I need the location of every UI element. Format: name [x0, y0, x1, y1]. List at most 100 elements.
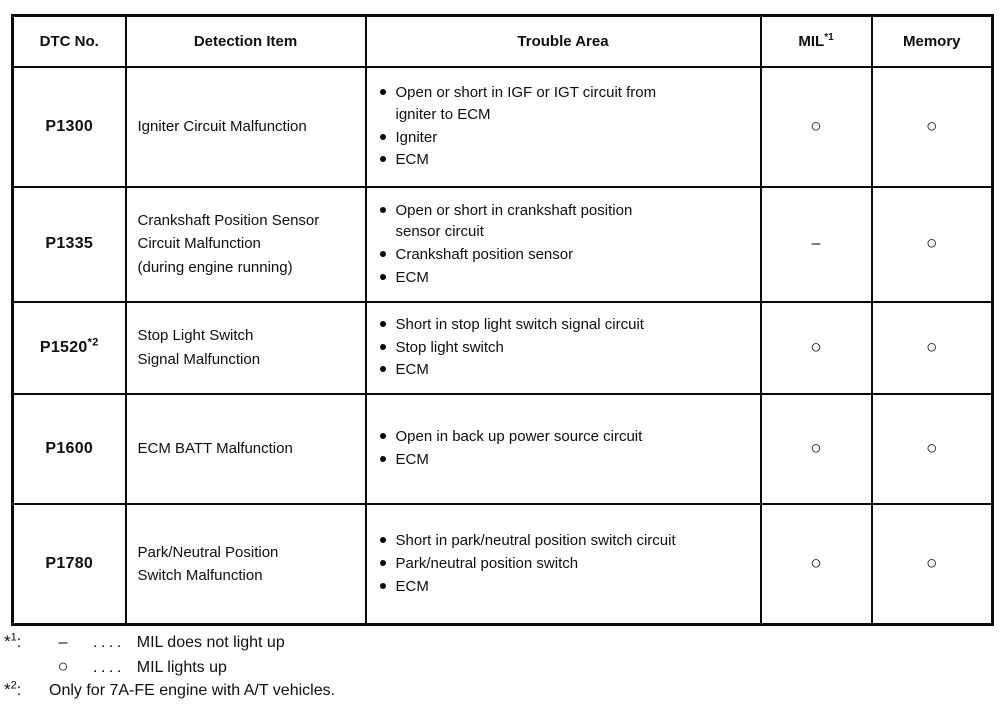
bullet-icon — [379, 133, 386, 140]
column-header-detection-item: Detection Item — [124, 14, 367, 68]
trouble-area-item: ECM — [379, 149, 754, 171]
column-header-trouble-area: Trouble Area — [364, 14, 762, 68]
trouble-area-item: Short in park/neutral position switch ci… — [379, 530, 754, 552]
trouble-area-text: ECM — [395, 451, 429, 468]
memory-indicator-cell: ○ — [870, 300, 994, 395]
trouble-area-text: ECM — [395, 151, 429, 169]
trouble-area-cell: Short in stop light switch signal circui… — [364, 300, 762, 395]
trouble-area-item: Open in back up power source circuit — [379, 426, 754, 448]
detection-item-line: Igniter Circuit Malfunction — [137, 117, 307, 135]
bullet-icon — [379, 251, 386, 257]
footnote-2: *2: Only for 7A-FE engine with A/T vehic… — [4, 680, 335, 704]
trouble-area-item: Open or short in IGF or IGT circuit from… — [379, 82, 754, 126]
memory-indicator-cell: ○ — [870, 392, 994, 505]
circle-symbol: ○ — [926, 336, 938, 358]
detection-item-line: (during engine running) — [137, 258, 293, 276]
leader-dots: .... — [93, 659, 125, 676]
leader-dots: .... — [93, 634, 125, 651]
trouble-area-item: Short in stop light switch signal circui… — [379, 314, 754, 336]
mil-indicator-cell: ○ — [759, 502, 873, 626]
footnote-1-marker: *1: — [4, 631, 22, 651]
dtc-code: P1335 — [45, 235, 94, 252]
column-header-mil: MIL*1 — [759, 14, 873, 68]
dtc-code: P1520*2 — [39, 336, 99, 356]
trouble-area-item: ECM — [379, 267, 754, 289]
trouble-area-text: ECM — [395, 577, 429, 595]
dtc-code-cell: P1780 — [11, 502, 127, 626]
footnote-1-line-circle: ○ .... MIL lights up — [4, 656, 335, 680]
mil-indicator-cell: ○ — [759, 392, 873, 505]
trouble-area-text: ECM — [395, 361, 429, 379]
header-row: DTC No. Detection Item Trouble Area MIL*… — [11, 14, 994, 68]
footnote-text: Only for 7A-FE engine with A/T vehicles. — [49, 682, 336, 699]
circle-symbol: ○ — [57, 656, 69, 676]
trouble-area-item: Igniter — [379, 127, 754, 149]
memory-indicator-cell: ○ — [870, 502, 994, 626]
circle-symbol: ○ — [810, 552, 822, 574]
bullet-icon — [379, 433, 386, 440]
bullet-icon — [379, 456, 386, 462]
dtc-code: P1300 — [45, 117, 94, 135]
circle-symbol: ○ — [810, 115, 822, 137]
circle-symbol: ○ — [926, 437, 938, 459]
dash-symbol: – — [58, 634, 68, 651]
trouble-area-item: ECM — [379, 576, 754, 598]
trouble-area-cell: Short in park/neutral position switch ci… — [364, 502, 762, 626]
trouble-area-text: Park/neutral position switch — [395, 554, 579, 572]
dash-symbol: – — [811, 235, 821, 252]
circle-symbol: ○ — [926, 552, 938, 574]
circle-symbol: ○ — [810, 437, 822, 459]
bullet-icon — [379, 89, 386, 95]
dtc-table: DTC No. Detection Item Trouble Area MIL*… — [11, 14, 994, 626]
bullet-icon — [379, 156, 386, 163]
dtc-code-cell: P1520*2 — [11, 300, 127, 395]
detection-item-cell: Igniter Circuit Malfunction — [124, 65, 367, 188]
detection-item-line: Circuit Malfunction — [137, 235, 261, 253]
footnote-1-line-dash: *1: – .... MIL does not light up — [4, 632, 335, 656]
dtc-code: P1780 — [45, 554, 94, 572]
bullet-icon — [379, 206, 386, 213]
detection-item-line: ECM BATT Malfunction — [137, 439, 293, 457]
bullet-icon — [379, 343, 386, 350]
trouble-area-item: Stop light switch — [379, 337, 754, 359]
detection-item-line: Signal Malfunction — [137, 350, 261, 368]
mil-indicator-cell: ○ — [759, 65, 873, 188]
bullet-icon — [379, 273, 386, 280]
trouble-area-item: ECM — [379, 359, 754, 381]
column-header-dtc-no: DTC No. — [11, 14, 127, 68]
trouble-area-text: Crankshaft position sensor — [395, 246, 574, 263]
footnote-2-marker: *2: — [4, 679, 22, 699]
detection-item-line: Stop Light Switch — [137, 327, 254, 345]
trouble-area-text: Open or short in IGF or IGT circuit from… — [395, 84, 657, 123]
trouble-area-text: Igniter — [395, 128, 438, 146]
trouble-area-item: Crankshaft position sensor — [379, 244, 754, 266]
detection-item-line: Crankshaft Position Sensor — [137, 212, 320, 230]
footnotes: *1: – .... MIL does not light up ○ .... … — [4, 632, 335, 704]
detection-item-line: Switch Malfunction — [137, 566, 263, 584]
dtc-code-cell: P1600 — [11, 392, 127, 505]
trouble-area-text: Short in park/neutral position switch ci… — [395, 532, 676, 550]
column-header-memory: Memory — [870, 14, 994, 68]
circle-symbol: ○ — [926, 233, 938, 254]
dtc-code-cell: P1300 — [11, 65, 127, 188]
bullet-icon — [379, 320, 386, 327]
trouble-area-text: Short in stop light switch signal circui… — [395, 315, 644, 333]
dtc-code: P1600 — [45, 439, 94, 457]
memory-indicator-cell: ○ — [870, 65, 994, 188]
dtc-table-header: DTC No. Detection Item Trouble Area MIL*… — [11, 14, 994, 68]
bullet-icon — [379, 537, 386, 544]
footnote-text: MIL does not light up — [136, 634, 285, 651]
circle-symbol: ○ — [810, 336, 822, 358]
trouble-area-text: Stop light switch — [395, 338, 504, 356]
mil-indicator-cell: – — [759, 185, 873, 303]
